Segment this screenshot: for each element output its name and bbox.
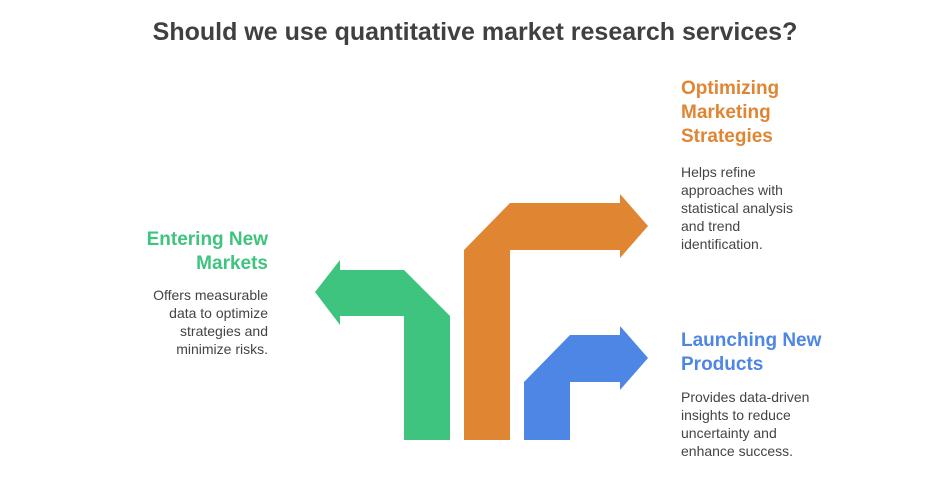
heading-line: Strategies	[681, 126, 773, 147]
page-title: Should we use quantitative market resear…	[152, 18, 798, 46]
heading-line: Entering New	[146, 229, 268, 250]
launching-new-products-description: Provides data-driven insights to reduce …	[681, 388, 881, 460]
desc-line: Helps refine	[681, 164, 756, 180]
desc-line: uncertainty and	[681, 425, 777, 441]
entering-new-markets-description: Offers measurable data to optimize strat…	[90, 286, 268, 358]
desc-line: identification.	[681, 236, 763, 252]
heading-line: Products	[681, 354, 764, 375]
heading-line: Optimizing	[681, 78, 780, 99]
desc-line: data to optimize	[169, 305, 268, 321]
entering-new-markets-heading: Entering New Markets	[90, 228, 268, 276]
desc-line: insights to reduce	[681, 407, 791, 423]
launching-new-products-heading: Launching New Products	[681, 329, 881, 377]
desc-line: and trend	[681, 218, 741, 234]
desc-line: strategies and	[180, 323, 268, 339]
desc-line: approaches with	[681, 182, 783, 198]
optimizing-marketing-strategies-heading: Optimizing Marketing Strategies	[681, 77, 881, 149]
desc-line: Offers measurable	[153, 287, 268, 303]
heading-line: Launching New	[681, 330, 822, 351]
green-arrow	[315, 260, 450, 440]
heading-line: Markets	[196, 253, 268, 274]
orange-arrow	[464, 194, 648, 440]
desc-line: Provides data-driven	[681, 389, 810, 405]
blue-arrow	[524, 326, 648, 440]
optimizing-marketing-strategies-description: Helps refine approaches with statistical…	[681, 163, 881, 253]
heading-line: Marketing	[681, 102, 771, 123]
desc-line: minimize risks.	[176, 341, 268, 357]
desc-line: enhance success.	[681, 443, 794, 459]
desc-line: statistical analysis	[681, 200, 794, 216]
